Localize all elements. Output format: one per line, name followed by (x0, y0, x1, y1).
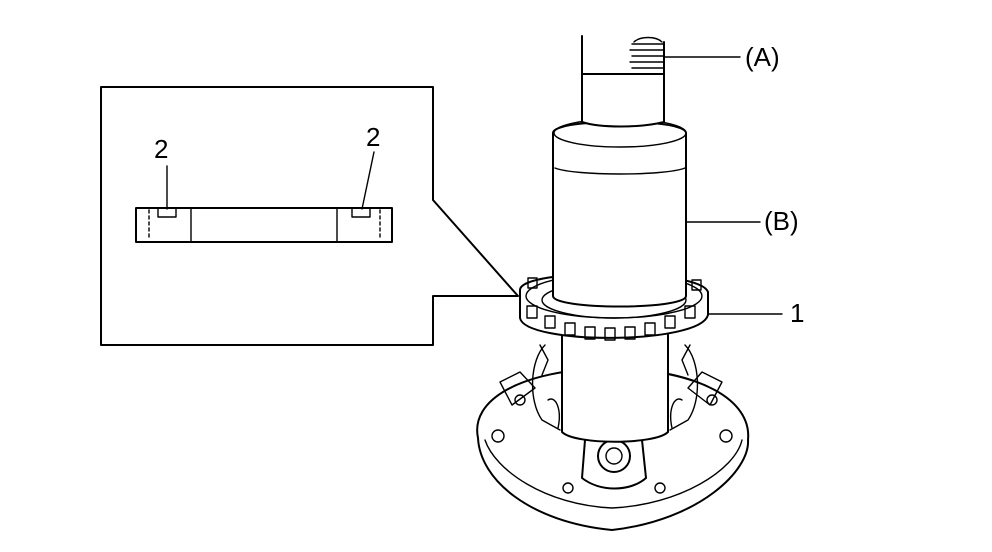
callout-1: 1 (790, 298, 804, 328)
bearing-section-drawing (135, 207, 393, 243)
detail-inset: 2 2 (100, 86, 519, 346)
installer-tool-b (552, 118, 687, 308)
callout-a: (A) (745, 42, 780, 72)
hub-assembly (476, 35, 783, 531)
callout-2-right: 2 (366, 122, 380, 152)
callout-2-left: 2 (154, 134, 168, 164)
leader-line-2-right (361, 151, 375, 210)
press-ram-a (581, 35, 665, 128)
callout-b: (B) (764, 206, 799, 236)
knuckle-body (531, 331, 699, 443)
